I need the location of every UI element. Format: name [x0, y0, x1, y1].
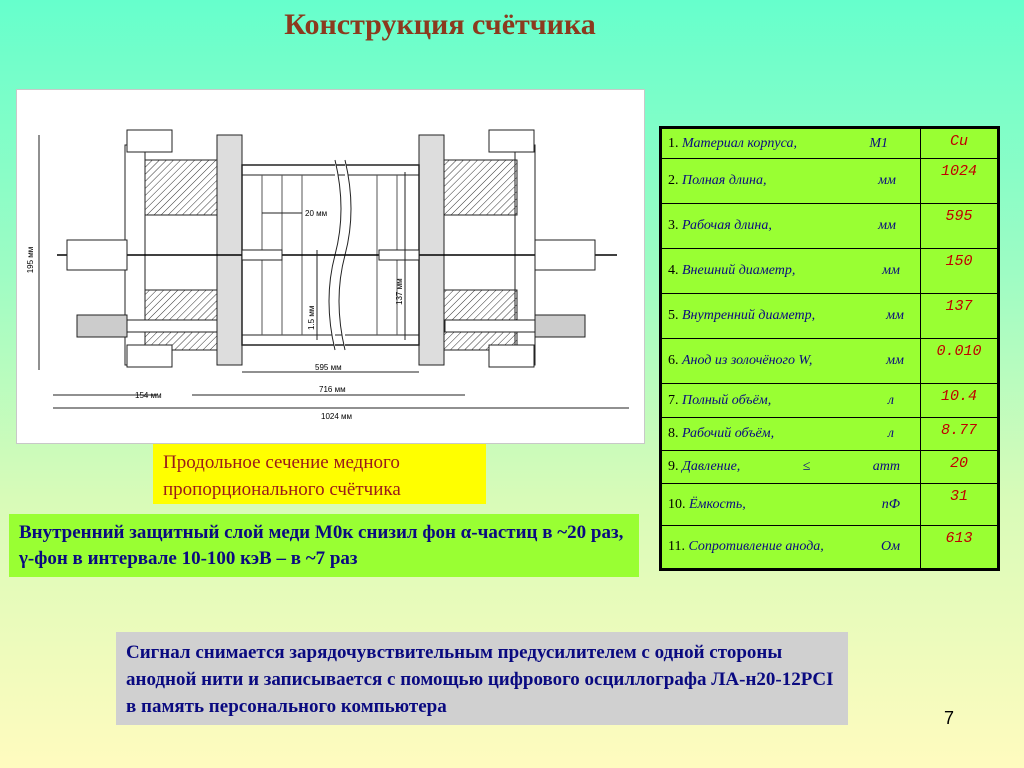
- counter-section-drawing: 195 мм 20 мм 137 мм 1.5 мм 595 мм 154 мм…: [16, 89, 645, 444]
- spec-label: 9. Давление,≤атт: [660, 450, 921, 484]
- spec-label: 1. Материал корпуса,М1: [660, 127, 921, 159]
- spec-value: 137: [920, 293, 999, 339]
- spec-label: 7. Полный объём,л: [660, 383, 921, 418]
- slide-title: Конструкция счётчика: [284, 8, 596, 41]
- table-row: 9. Давление,≤атт 20: [660, 450, 999, 484]
- drawing-caption: Продольное сечение медного пропорциональ…: [153, 444, 486, 504]
- table-row: 7. Полный объём,л 10.4: [660, 383, 999, 418]
- signal-readout-note: Сигнал снимается зарядочувствительным пр…: [116, 632, 848, 725]
- dim-154-label: 154 мм: [135, 391, 162, 400]
- spec-label: 6. Анод из золочёного W,мм: [660, 338, 921, 384]
- dim-1-5-label: 1.5 мм: [307, 306, 316, 330]
- table-row: 1. Материал корпуса,М1 Cu: [660, 127, 999, 159]
- shielding-note: Внутренний защитный слой меди М0к снизил…: [9, 514, 639, 577]
- table-row: 6. Анод из золочёного W,мм 0.010: [660, 338, 999, 384]
- table-row: 2. Полная длина,мм 1024: [660, 158, 999, 204]
- spec-value: 613: [920, 525, 999, 570]
- table-row: 4. Внешний диаметр,мм 150: [660, 248, 999, 294]
- dim-1024-label: 1024 мм: [321, 412, 352, 421]
- counter-geometry: [38, 129, 629, 409]
- table-row: 5. Внутренний диаметр,мм 137: [660, 293, 999, 339]
- spec-label: 4. Внешний диаметр,мм: [660, 248, 921, 294]
- spec-value: 150: [920, 248, 999, 294]
- spec-value: 595: [920, 203, 999, 249]
- page-number: 7: [944, 708, 955, 728]
- dim-716-label: 716 мм: [319, 385, 346, 394]
- spec-value: 8.77: [920, 417, 999, 451]
- spec-value: Cu: [920, 127, 999, 159]
- table-row: 10. Ёмкость,пФ 31: [660, 483, 999, 526]
- dim-137-label: 137 мм: [395, 278, 404, 305]
- dim-20-label: 20 мм: [305, 209, 327, 218]
- spec-label: 11. Сопротивление анода,Ом: [660, 525, 921, 570]
- specs-table: 1. Материал корпуса,М1 Cu 2. Полная длин…: [659, 126, 1000, 571]
- spec-label: 2. Полная длина,мм: [660, 158, 921, 204]
- spec-value: 20: [920, 450, 999, 484]
- spec-label: 8. Рабочий объём,л: [660, 417, 921, 451]
- table-row: 8. Рабочий объём,л 8.77: [660, 417, 999, 451]
- spec-value: 10.4: [920, 383, 999, 418]
- spec-label: 3. Рабочая длина,мм: [660, 203, 921, 249]
- spec-value: 1024: [920, 158, 999, 204]
- less-equal-sign: ≤: [802, 459, 811, 474]
- spec-value: 0.010: [920, 338, 999, 384]
- dim-195-label: 195 мм: [26, 247, 35, 274]
- spec-label: 10. Ёмкость,пФ: [660, 483, 921, 526]
- spec-value: 31: [920, 483, 999, 526]
- dim-595-label: 595 мм: [315, 363, 342, 372]
- table-row: 3. Рабочая длина,мм 595: [660, 203, 999, 249]
- spec-label: 5. Внутренний диаметр,мм: [660, 293, 921, 339]
- table-row: 11. Сопротивление анода,Ом 613: [660, 525, 999, 570]
